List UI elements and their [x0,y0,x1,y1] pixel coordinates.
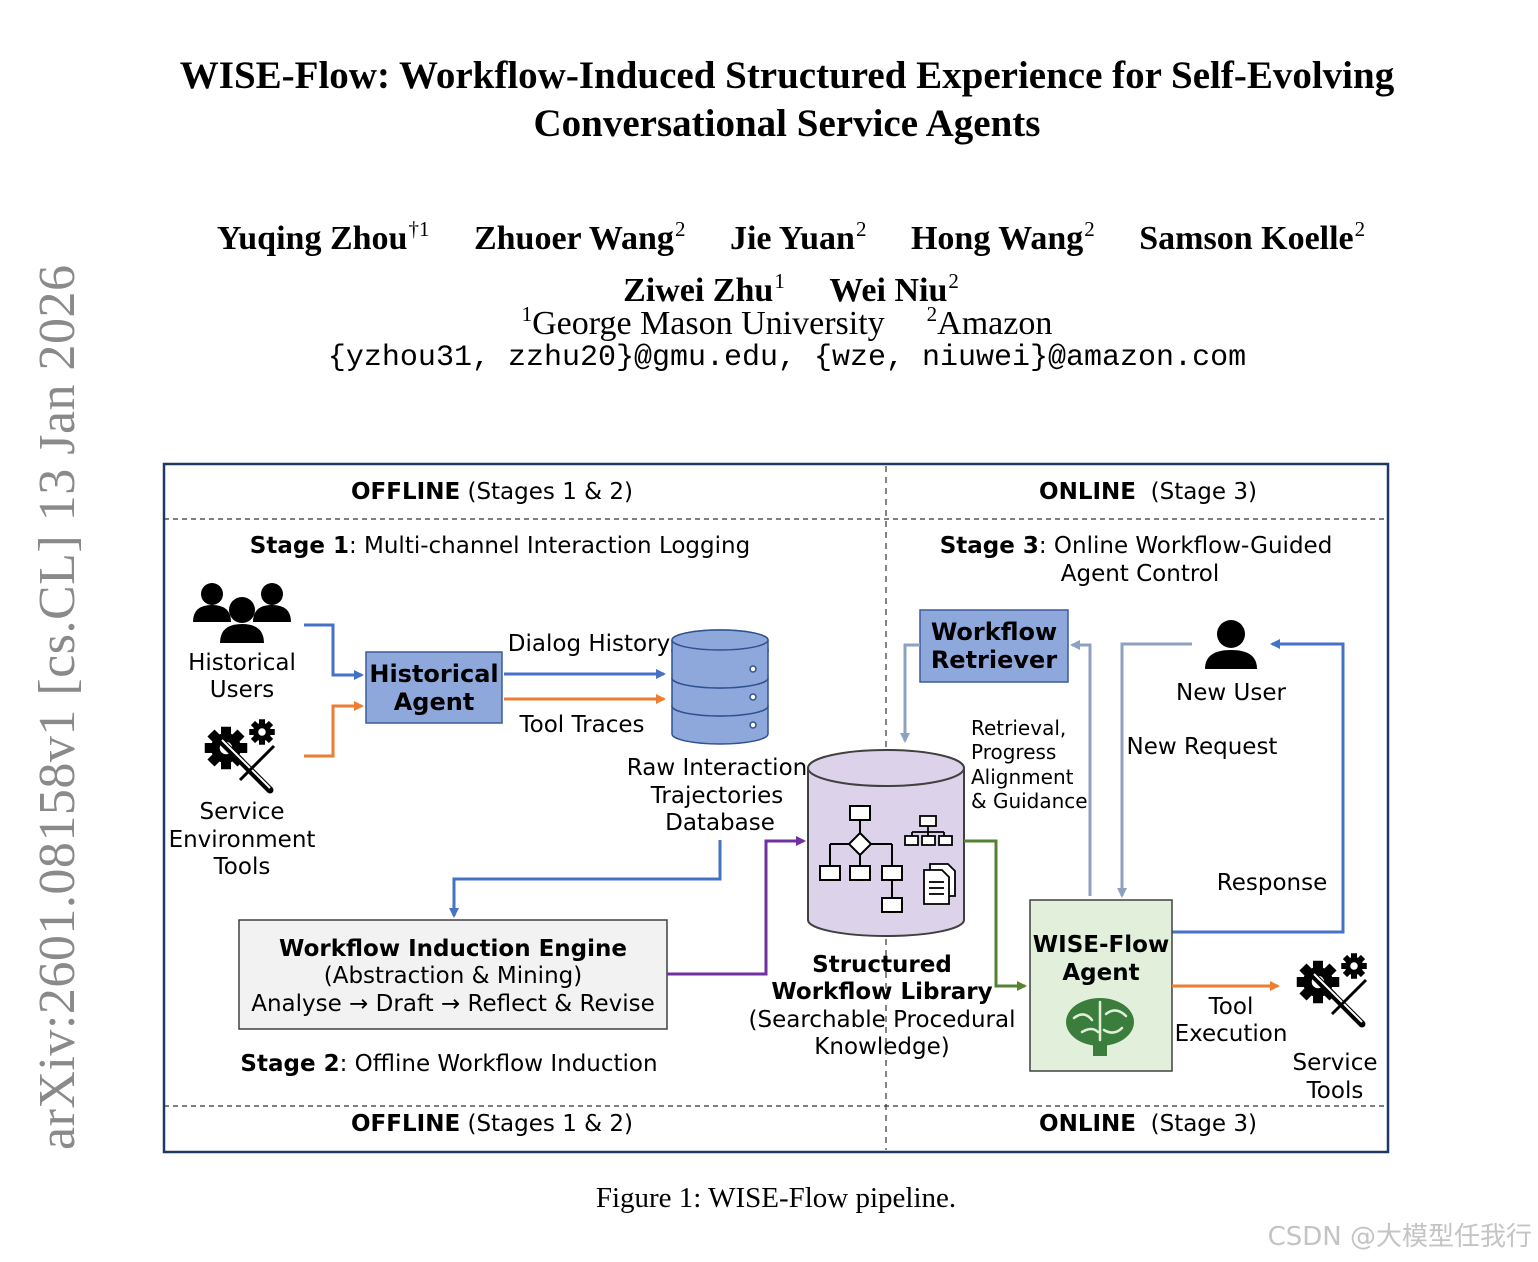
engine-steps: Analyse → Draft → Reflect & Revise [251,991,655,1017]
tool-execution-label-1: Tool [1208,994,1254,1020]
document-icon [923,863,956,905]
response-arrow [1172,639,1345,934]
library-title-2: Workflow Library [771,979,992,1005]
service-tools-icon [1297,953,1367,1024]
flowchart-icon [819,805,903,913]
figure-caption: Figure 1: WISE-Flow pipeline. [595,1182,957,1214]
offline-header-bottom: OFFLINE (Stages 1 & 2) [351,1111,633,1137]
hierarchy-icon [904,815,953,846]
engine-to-library-arrow [667,836,806,976]
new-user-label: New User [1176,680,1286,706]
service-tools-label-2: Tools [1306,1078,1364,1104]
dialog-history-label: Dialog History [508,631,670,657]
stage-2-label: Stage 2: Offline Workflow Induction [240,1051,657,1077]
online-header-bottom: ONLINE (Stage 3) [1039,1111,1257,1137]
tool-execution-label-2: Execution [1175,1021,1288,1047]
workflow-induction-engine-box [238,919,668,1030]
library-subtitle-2: Knowledge) [814,1034,949,1060]
users-group-icon [193,583,291,643]
new-request-label: New Request [1127,734,1278,760]
retriever-to-library-arrow [900,643,920,743]
paper-title: WISE-Flow: Workflow-Induced Structured E… [0,52,1538,148]
retrieval-label-2: Progress [971,740,1056,764]
author: Samson Koelle2 [1139,217,1366,257]
service-env-label-2: Environment [169,827,316,853]
brain-icon [1066,998,1134,1056]
db-to-engine-arrow [449,840,722,918]
agent-to-retriever-arrow [1070,640,1092,896]
author-row-1: Yuqing Zhou†1 Zhuoer Wang2 Jie Yuan2 Hon… [0,208,1538,260]
historical-agent-label-1: Historical [369,660,498,688]
wise-agent-label-1: WISE-Flow [1033,932,1169,958]
historical-agent-label-2: Agent [394,688,475,716]
historical-users-label-1: Historical [188,650,296,676]
engine-subtitle: (Abstraction & Mining) [324,963,582,989]
tools-to-agent-arrow [304,701,364,758]
affiliation-amazon: Amazon [937,305,1053,342]
stage-3-label-line2: Agent Control [1061,561,1220,587]
title-line-1: WISE-Flow: Workflow-Induced Structured E… [179,54,1395,97]
historical-users-label-2: Users [210,677,274,703]
workflow-retriever-label-1: Workflow [931,618,1057,646]
author: Zhuoer Wang2 [473,217,686,257]
service-environment-tools-icon [205,719,275,790]
author: Wei Niu2 [829,269,959,309]
figure-frame [162,462,1390,1154]
raw-db-label-1: Raw Interaction [627,755,807,781]
response-label: Response [1217,870,1327,896]
raw-db-label-2: Trajectories [650,783,783,809]
online-header-top: ONLINE (Stage 3) [1039,479,1257,505]
database-icon [671,629,769,745]
service-env-label-3: Tools [213,854,271,880]
workflow-retriever-label-2: Retriever [931,646,1057,674]
workflow-retriever-box [919,609,1069,683]
author-row-2: Ziwei Zhu1 Wei Niu2 [0,260,1538,312]
author: Jie Yuan2 [729,217,867,257]
author-emails: {yzhou31, zzhu20}@gmu.edu, {wze, niuwei}… [327,341,1247,375]
tool-traces-label: Tool Traces [519,712,645,738]
user-icon [1205,620,1257,669]
users-to-agent-arrow [304,623,364,680]
library-to-agent-arrow [964,839,1027,991]
retrieval-label-1: Retrieval, [971,716,1066,740]
author: Ziwei Zhu1 [623,269,785,309]
offline-header-top: OFFLINE (Stages 1 & 2) [351,479,633,505]
affiliation-gmu: George Mason University [532,305,885,342]
author: Hong Wang2 [910,217,1095,257]
service-env-label-1: Service [199,799,284,825]
library-title-1: Structured [812,952,952,978]
csdn-watermark: CSDN @大模型任我行 [1267,1222,1532,1252]
title-line-2: Conversational Service Agents [533,102,1041,145]
new-request-arrow [1117,642,1192,898]
author-list: Yuqing Zhou†1 Zhuoer Wang2 Jie Yuan2 Hon… [0,208,1538,312]
retrieval-label-3: Alignment [971,765,1074,789]
historical-agent-box [365,651,503,724]
engine-title: Workflow Induction Engine [279,936,627,962]
library-subtitle-1: (Searchable Procedural [749,1007,1016,1033]
service-tools-label-1: Service [1292,1050,1377,1076]
author: Yuqing Zhou†1 [216,217,430,257]
retrieval-label-4: & Guidance [971,789,1088,813]
stage-1-label: Stage 1: Multi-channel Interaction Loggi… [250,533,750,559]
raw-db-label-3: Database [665,810,775,836]
wise-agent-label-2: Agent [1062,960,1139,986]
stage-3-label: Stage 3: Online Workflow-Guided [940,533,1333,559]
